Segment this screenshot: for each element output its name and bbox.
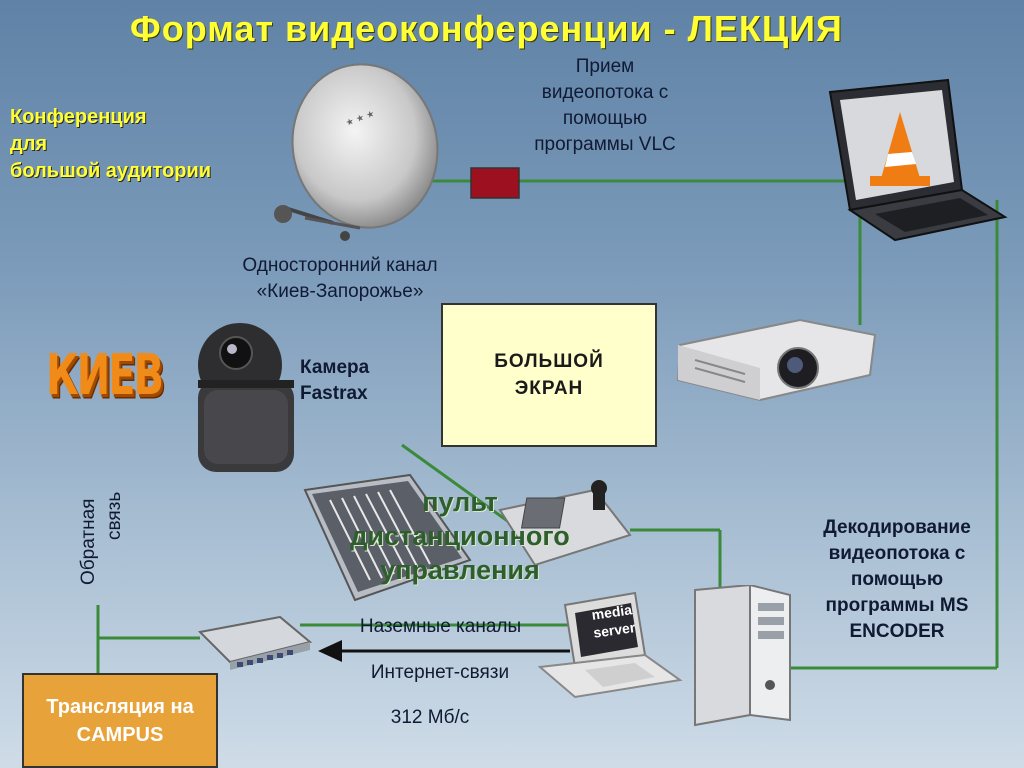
network-connector-icon bbox=[470, 167, 520, 199]
speed-label: 312 Мб/с bbox=[390, 707, 470, 728]
svg-text:Обратная: Обратная bbox=[78, 499, 99, 585]
ptz-keyboard-icon bbox=[498, 480, 632, 567]
kiev-logo: КИЕВ bbox=[46, 343, 164, 409]
satellite-dish-icon: ★ ★ ★ bbox=[274, 63, 439, 241]
decoding-label: Декодирование видеопотока с помощью прог… bbox=[823, 517, 971, 642]
laptop-icon bbox=[828, 78, 1008, 242]
projector-icon bbox=[676, 318, 877, 402]
media-server-icon bbox=[537, 591, 683, 699]
campus-broadcast-box: Трансляция на CAMPUS bbox=[22, 673, 218, 768]
audio-mixer-icon bbox=[303, 473, 472, 602]
network-switch-icon bbox=[197, 615, 313, 670]
internet-label: Интернет-связи bbox=[370, 662, 510, 683]
channel-label: Односторонний канал «Киев-Запорожье» bbox=[242, 255, 438, 302]
audience-label: Конференция для большой аудитории bbox=[10, 106, 212, 182]
page-title: Формат видеоконференции - ЛЕКЦИЯ bbox=[130, 8, 843, 49]
remote-control-label: пульт дистанционного управления bbox=[350, 487, 570, 585]
big-screen-box: БОЛЬШОЙ ЭКРАН bbox=[441, 303, 657, 447]
vlc-label: Прием видеопотока с помощью программы VL… bbox=[534, 56, 676, 155]
feedback-label: Обратная связь bbox=[78, 492, 125, 585]
pc-tower-icon bbox=[694, 585, 791, 727]
camera-mixer-line bbox=[401, 443, 521, 532]
svg-text:связь: связь bbox=[104, 492, 125, 540]
arrow-head-icon bbox=[318, 640, 342, 662]
ground-channels-label: Наземные каналы bbox=[359, 616, 522, 637]
camera-icon bbox=[198, 323, 294, 472]
camera-label: Камера Fastrax bbox=[300, 357, 370, 404]
